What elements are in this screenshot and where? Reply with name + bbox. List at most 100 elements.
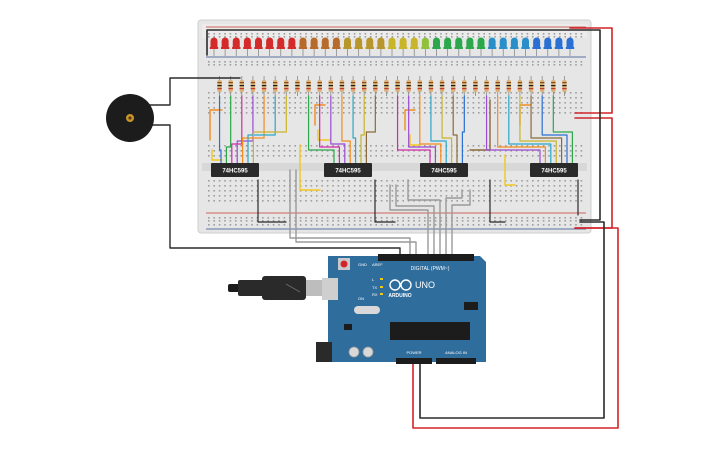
hole — [461, 97, 464, 99]
hole — [467, 36, 469, 38]
hole — [316, 145, 318, 147]
hole — [229, 61, 232, 63]
hole — [337, 92, 340, 94]
hole — [213, 200, 215, 202]
hole — [326, 217, 329, 219]
resistor-icon — [217, 76, 222, 96]
wire-black-gnd-1 — [206, 29, 601, 221]
hole — [289, 145, 291, 147]
hole — [370, 180, 372, 182]
hole — [267, 145, 269, 147]
hole — [397, 180, 399, 182]
hole — [240, 92, 242, 94]
hole — [548, 220, 550, 222]
hole — [391, 180, 394, 182]
hole — [564, 150, 566, 152]
hole — [397, 217, 399, 219]
hole — [262, 112, 264, 114]
hole — [532, 92, 534, 94]
wire-yellow-4 — [504, 154, 516, 186]
hole — [402, 180, 404, 182]
hole — [456, 220, 458, 222]
hole — [310, 217, 313, 219]
hole — [542, 224, 545, 226]
hole — [424, 145, 426, 147]
hole — [575, 64, 577, 66]
hole — [478, 107, 480, 109]
hole — [305, 112, 307, 114]
wire-orange-1 — [209, 109, 223, 141]
hole — [262, 33, 264, 35]
hole — [370, 150, 372, 152]
wire-data-6 — [451, 189, 471, 256]
hole — [267, 200, 269, 202]
hole — [235, 145, 237, 147]
hole — [564, 224, 566, 226]
hole — [575, 200, 577, 202]
hole — [370, 155, 372, 157]
hole — [494, 217, 496, 219]
hole — [251, 112, 253, 114]
hole — [478, 155, 480, 157]
hole — [305, 150, 307, 152]
hole — [537, 155, 539, 157]
hole — [272, 217, 275, 219]
wire-yellow-2 — [317, 129, 331, 141]
hole — [316, 112, 318, 114]
hole — [548, 97, 550, 99]
hole — [262, 150, 264, 152]
hole — [494, 92, 496, 94]
hole — [245, 64, 248, 66]
led-icon — [332, 37, 341, 56]
hole — [526, 61, 529, 63]
hole — [224, 97, 226, 99]
hole — [310, 224, 313, 226]
hole — [386, 33, 388, 35]
hole — [510, 200, 512, 202]
led-icon — [532, 37, 541, 56]
hole — [375, 36, 377, 38]
hole — [445, 97, 448, 99]
hole — [542, 145, 545, 147]
hole — [537, 185, 539, 187]
hole — [240, 145, 242, 147]
hole — [364, 200, 367, 202]
hole — [440, 112, 442, 114]
hole — [494, 107, 496, 109]
hole — [294, 102, 296, 104]
hole — [440, 36, 442, 38]
wire-orange-3 — [404, 109, 416, 131]
hole — [240, 190, 242, 192]
hole — [348, 190, 350, 192]
hole — [332, 112, 334, 114]
hole — [402, 92, 404, 94]
hole — [559, 33, 561, 35]
hole — [472, 107, 475, 109]
led-icon — [220, 37, 230, 56]
signal-wire — [307, 95, 335, 164]
hole — [499, 112, 502, 114]
hole — [375, 220, 377, 222]
hole — [402, 107, 404, 109]
hole — [299, 61, 302, 63]
hole — [359, 36, 361, 38]
hole — [559, 180, 561, 182]
led-icon — [410, 37, 419, 56]
hole — [532, 33, 534, 35]
hole — [251, 220, 253, 222]
hole — [456, 97, 458, 99]
digital-label: DIGITAL (PWM~) — [411, 266, 450, 272]
crystal — [354, 306, 380, 314]
hole — [294, 217, 296, 219]
hole — [348, 61, 350, 63]
hole — [245, 145, 248, 147]
hole — [256, 145, 259, 147]
hole — [575, 33, 577, 35]
hole — [321, 190, 323, 192]
hole — [299, 112, 302, 114]
hole — [224, 195, 226, 197]
hole — [375, 185, 377, 187]
hole — [445, 92, 448, 94]
hole — [424, 224, 426, 226]
hole — [499, 195, 502, 197]
